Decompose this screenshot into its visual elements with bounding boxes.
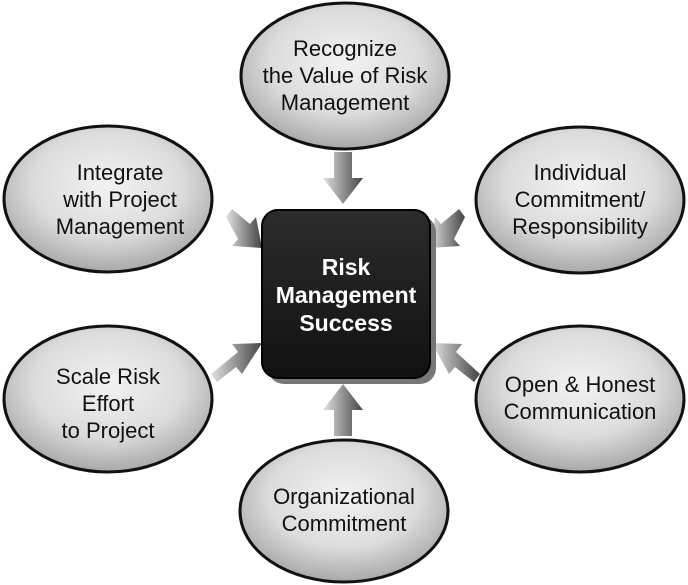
label-line: Management [281, 90, 409, 115]
label-line: Open & Honest [505, 372, 655, 397]
label-line: the Value of Risk [263, 63, 429, 88]
label-line: Scale Risk [56, 364, 161, 389]
center-box [261, 209, 431, 379]
arrow-left-down-icon [430, 209, 465, 248]
label-line: Recognize [293, 36, 397, 61]
label-line: Management [56, 214, 184, 239]
label-line: Commitment [282, 511, 407, 536]
arrows-group [211, 152, 480, 436]
node-integrate-oval [2, 124, 214, 274]
label-line: Organizational [273, 484, 415, 509]
arrow-right-down-icon [226, 209, 262, 248]
label-line: Risk [322, 254, 371, 280]
label-line: Success [299, 310, 392, 336]
arrow-right-up-icon [211, 343, 262, 382]
label-line: Commitment/ [515, 187, 647, 212]
label-line: Individual [534, 160, 627, 185]
label-line: Responsibility [512, 214, 648, 239]
arrow-down-icon [323, 152, 363, 204]
label-line: Effort [82, 391, 134, 416]
label-line: with Project [62, 187, 177, 212]
label-line: Management [276, 282, 417, 308]
label-line: Integrate [77, 160, 164, 185]
node-individual-oval [474, 125, 686, 275]
label-line: to Project [62, 418, 155, 443]
label-line: Communication [504, 399, 657, 424]
node-communication-oval [474, 324, 686, 474]
arrow-left-up-icon [432, 343, 480, 382]
node-organizational-oval [238, 438, 450, 584]
node-scale-oval [2, 324, 214, 474]
arrow-up-icon [323, 384, 363, 436]
node-recognize-oval [239, 1, 451, 151]
